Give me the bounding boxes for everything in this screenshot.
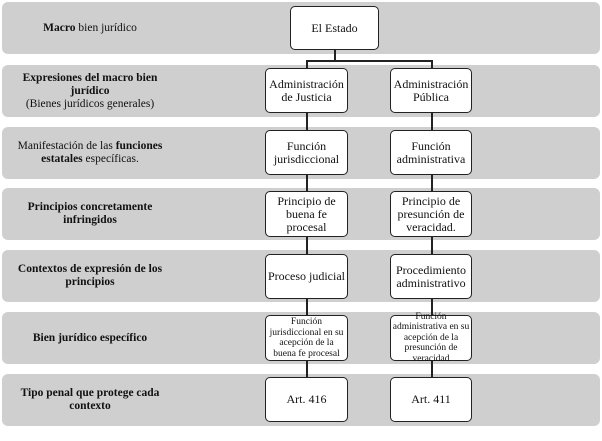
label-bold: Principios concretamente infringidos: [27, 201, 153, 226]
node-bien-especifico-administrativa: Función administrativa en su acepción de…: [390, 312, 472, 364]
node-principio-buena-fe: Principio de buena fe procesal: [265, 191, 348, 237]
connector-line: [334, 50, 336, 61]
node-principio-presuncion: Principio de presunción de veracidad.: [390, 191, 472, 237]
connector-line: [306, 60, 432, 62]
label-text: (Bienes jurídicos generales): [25, 97, 155, 110]
node-art-416: Art. 416: [265, 377, 348, 422]
node-administracion-justicia: Administración de Justicia: [265, 68, 348, 113]
row-label-contextos: Contextos de expresión de los principios: [0, 250, 180, 302]
label-bold: funciones estatales: [41, 140, 163, 165]
node-funcion-jurisdiccional: Función jurisdiccional: [265, 130, 348, 175]
row-label-bien-especifico: Bien jurídico específico: [0, 312, 180, 364]
label-bold: Contextos de expresión de los principios: [17, 263, 163, 288]
row-label-tipo-penal: Tipo penal que protege cada contexto: [0, 374, 180, 426]
label-bold: Macro: [43, 21, 76, 34]
node-procedimiento-administrativo: Procedimiento administrativo: [390, 254, 472, 299]
label-bold: Bien jurídico específico: [32, 331, 148, 344]
label-bold: Tipo penal que protege cada contexto: [20, 387, 160, 412]
node-administracion-publica: Administración Pública: [390, 68, 472, 113]
row-label-principios: Principios concretamente infringidos: [0, 188, 180, 240]
node-el-estado: El Estado: [290, 6, 379, 50]
node-proceso-judicial: Proceso judicial: [265, 254, 348, 299]
node-funcion-administrativa: Función administrativa: [390, 130, 472, 175]
row-label-macro: Macro bien jurídico: [0, 2, 180, 54]
label-bold: Expresiones del macro bien jurídico: [22, 71, 158, 97]
row-label-expresiones: Expresiones del macro bien jurídico (Bie…: [0, 65, 180, 117]
label-text: bien jurídico: [75, 21, 137, 34]
row-label-manifestacion: Manifestación de las funciones estatales…: [0, 127, 180, 179]
label-text: Manifestación de las: [17, 140, 116, 152]
node-bien-especifico-jurisdiccional: Función jurisdiccional en su acepción de…: [265, 315, 348, 361]
label-text: específicas.: [82, 153, 139, 165]
node-art-411: Art. 411: [390, 377, 472, 422]
